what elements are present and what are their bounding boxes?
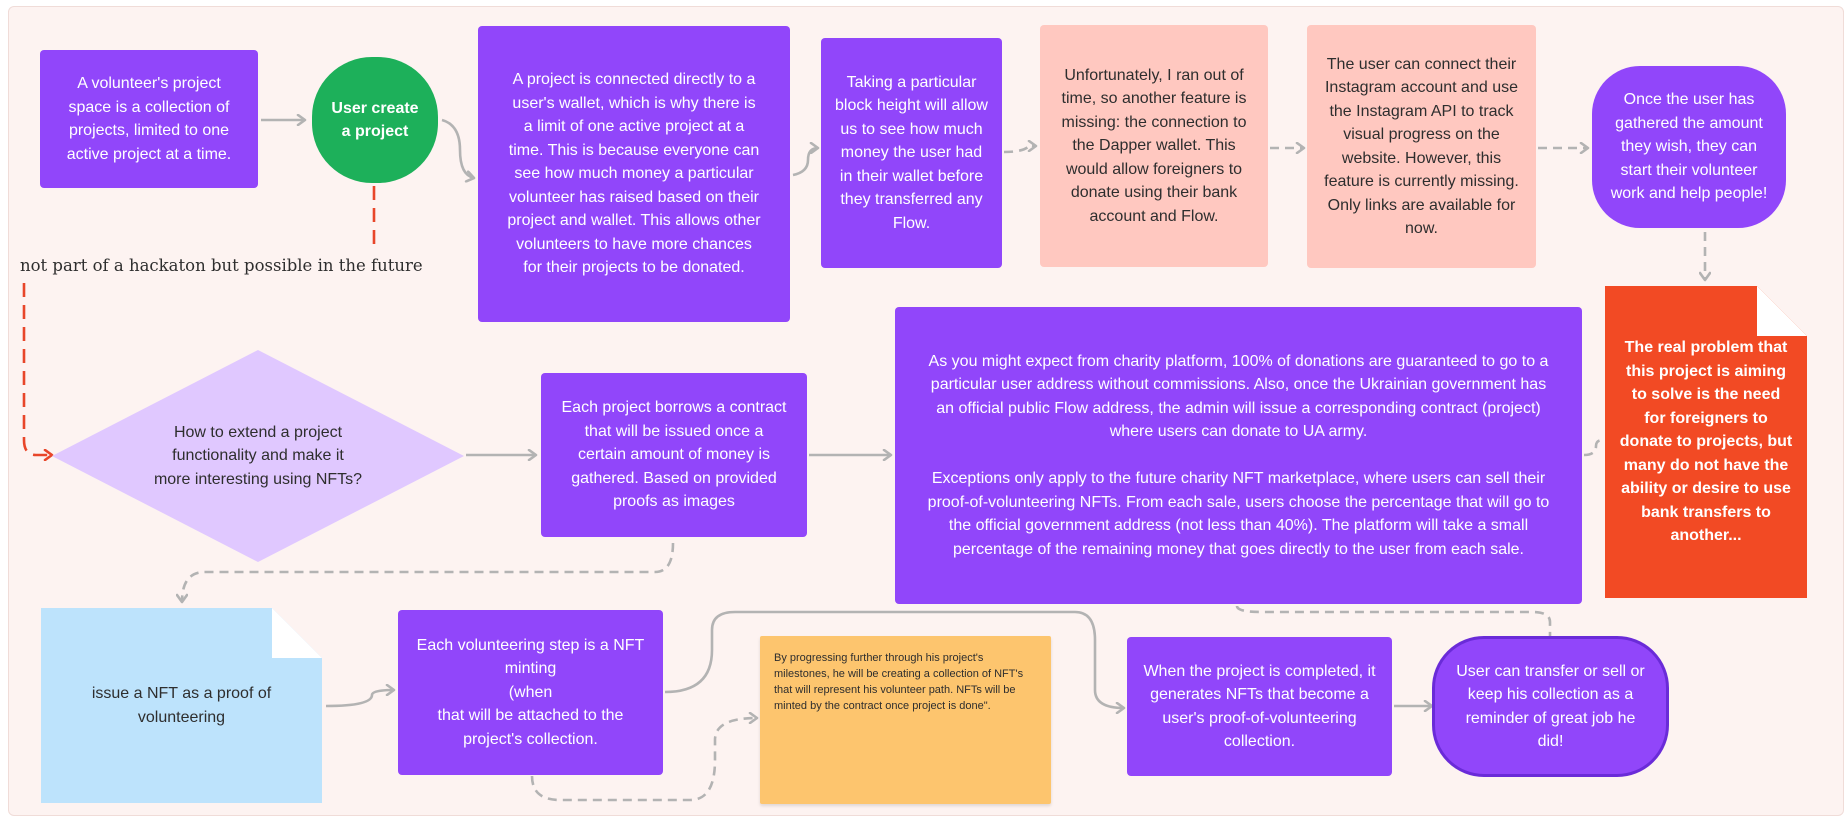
nft-extension-question-node[interactable]: How to extend a project functionality an… — [52, 350, 464, 562]
block-height-node[interactable]: Taking a particular block height will al… — [821, 38, 1002, 268]
dapper-wallet-node[interactable]: Unfortunately, I ran out of time, so ano… — [1040, 25, 1268, 267]
transfer-or-sell-node[interactable]: User can transfer or sell or keep his co… — [1432, 636, 1669, 777]
instagram-api-node[interactable]: The user can connect their Instagram acc… — [1307, 25, 1536, 268]
volunteer-work-node[interactable]: Once the user has gathered the amount th… — [1592, 66, 1786, 228]
volunteer-project-space-node[interactable]: A volunteer's project space is a collect… — [40, 50, 258, 188]
milestone-sticky-note[interactable]: By progressing further through his proje… — [760, 636, 1051, 804]
real-problem-node[interactable]: The real problem that this project is ai… — [1605, 286, 1807, 598]
future-note-text: not part of a hackaton but possible in t… — [20, 256, 423, 275]
issue-nft-node[interactable]: issue a NFT as a proof of volunteering — [41, 608, 322, 803]
borrows-contract-node[interactable]: Each project borrows a contract that wil… — [541, 373, 807, 537]
nft-minting-step-node[interactable]: Each volunteering step is a NFT minting … — [398, 610, 663, 775]
donations-node[interactable]: As you might expect from charity platfor… — [895, 307, 1582, 604]
wallet-connection-node[interactable]: A project is connected directly to a use… — [478, 26, 790, 322]
nft-extension-question-label: How to extend a project functionality an… — [153, 423, 363, 488]
project-completed-node[interactable]: When the project is completed, it genera… — [1127, 637, 1392, 776]
decision-diamond-shape — [52, 350, 464, 562]
user-create-project-node[interactable]: User create a project — [312, 57, 438, 183]
